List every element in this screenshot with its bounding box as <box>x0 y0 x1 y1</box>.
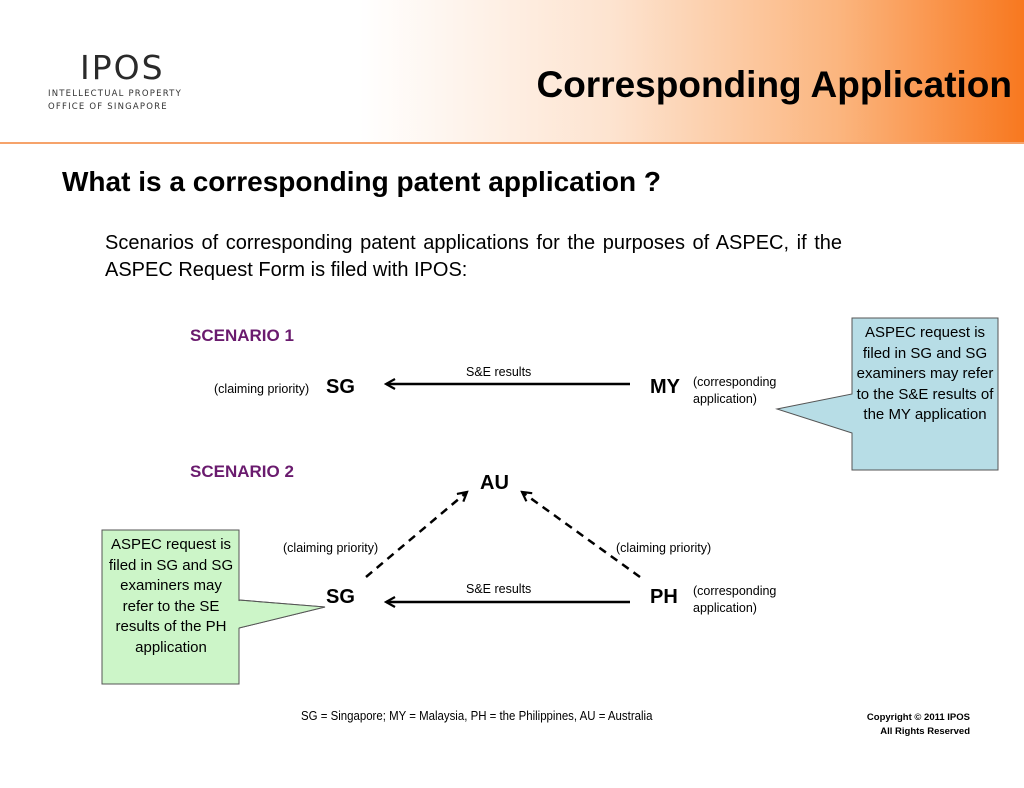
ipos-logo: IPOS INTELLECTUAL PROPERTY OFFICE OF SIN… <box>48 48 188 114</box>
s2-arrow-label: S&E results <box>466 582 532 596</box>
abbreviation-legend: SG = Singapore; MY = Malaysia, PH = the … <box>301 708 653 723</box>
s2-corresponding-line1: (corresponding <box>693 584 777 598</box>
logo-text: IPOS <box>80 48 165 87</box>
callout-scenario1-text: ASPEC request is filed in SG and SG exam… <box>856 324 994 423</box>
scenario2-label: SCENARIO 2 <box>190 462 294 481</box>
s2-corresponding-line2: application) <box>693 601 757 615</box>
s1-node-my: MY <box>650 376 680 398</box>
slide-title: Corresponding Application <box>536 64 1012 105</box>
callout-scenario1-shape <box>775 317 999 471</box>
header-banner: IPOS INTELLECTUAL PROPERTY OFFICE OF SIN… <box>0 0 1024 144</box>
question-heading: What is a corresponding patent applicati… <box>62 166 661 197</box>
callout-scenario2-text: ASPEC request is filed in SG and SG exam… <box>108 536 234 656</box>
copyright-line1: Copyright © 2011 IPOS <box>866 712 970 723</box>
intro-paragraph: Scenarios of corresponding patent applic… <box>105 232 842 281</box>
s2-claiming-priority-right: (claiming priority) <box>616 541 712 555</box>
s1-claiming-priority: (claiming priority) <box>214 382 310 396</box>
s2-sg-au-priority-arrow <box>365 492 467 578</box>
logo-subtitle-line2: OFFICE OF SINGAPORE <box>48 102 168 112</box>
s1-node-sg: SG <box>326 376 355 398</box>
s2-node-ph: PH <box>650 586 678 608</box>
s1-corresponding-line1: (corresponding <box>693 375 777 389</box>
s2-node-au: AU <box>480 472 509 494</box>
s2-ph-au-priority-arrow <box>522 492 641 579</box>
s1-arrow-label: S&E results <box>466 365 532 379</box>
s2-claiming-priority-left: (claiming priority) <box>283 541 379 555</box>
scenario1-label: SCENARIO 1 <box>190 326 294 345</box>
logo-wordmark: IPOS <box>80 48 188 88</box>
logo-subtitle-line1: INTELLECTUAL PROPERTY <box>48 89 182 99</box>
copyright: Copyright © 2011 IPOS All Rights Reserve… <box>867 711 970 739</box>
s2-node-sg: SG <box>326 586 355 608</box>
s1-corresponding-line2: application) <box>693 392 757 406</box>
copyright-line2: All Rights Reserved <box>880 726 970 737</box>
